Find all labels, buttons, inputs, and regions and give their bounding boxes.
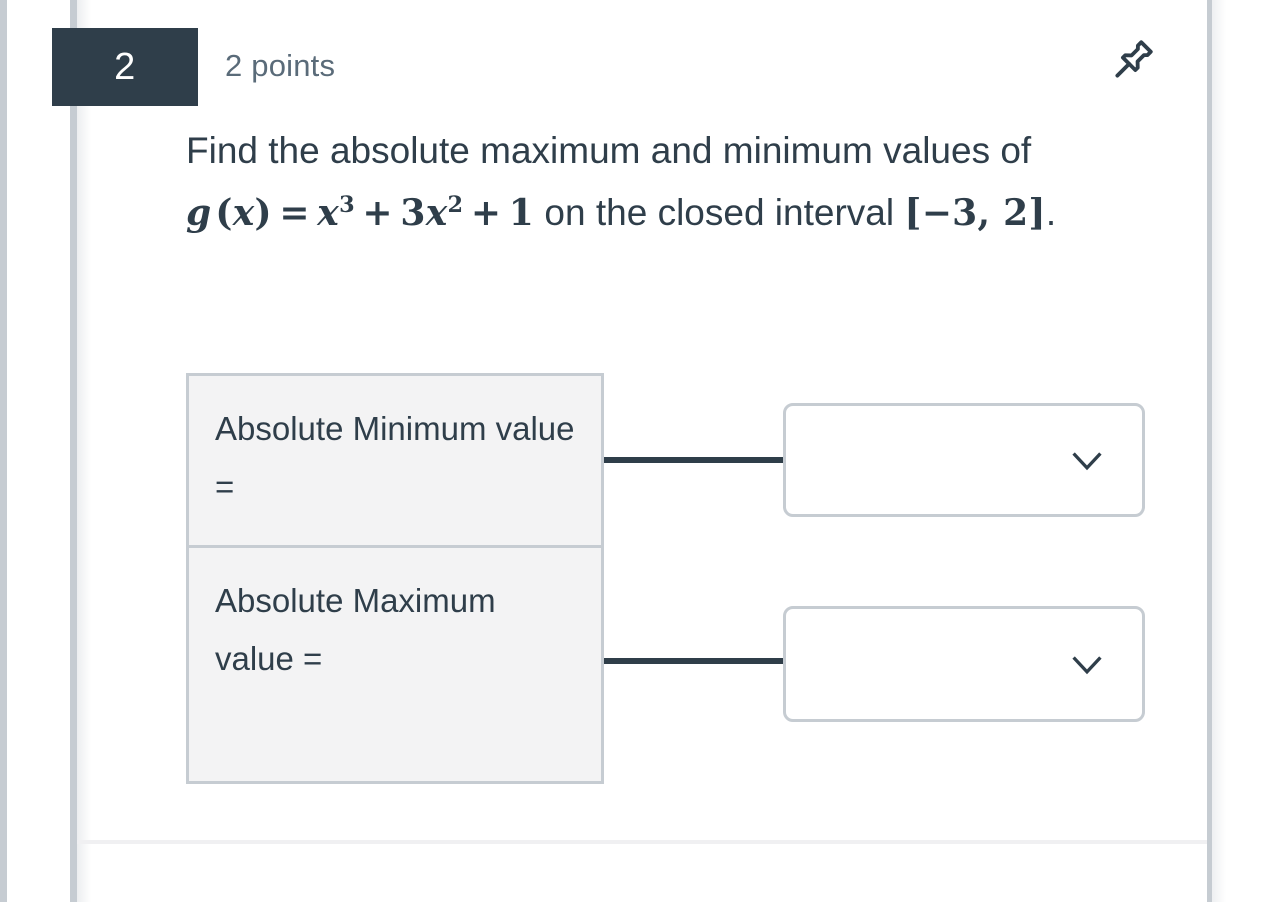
question-trailing-period: .	[1045, 192, 1057, 233]
answer-dropdown-minimum[interactable]	[783, 403, 1145, 517]
connector-line-maximum	[604, 658, 784, 664]
math-interval: [−3, 2]	[904, 192, 1046, 234]
question-text-before-math: Find the absolute maximum and minimum va…	[186, 130, 1032, 171]
points-label: 2 points	[225, 48, 336, 83]
math-x-arg: x	[232, 192, 255, 234]
matching-prompt-row-maximum: Absolute Maximum value =	[189, 548, 601, 781]
math-equals: =	[279, 192, 310, 234]
pushpin-icon	[1105, 34, 1159, 91]
chevron-down-icon[interactable]	[1066, 439, 1108, 481]
math-term1-exponent: 3	[339, 192, 355, 218]
connector-line-minimum	[604, 457, 784, 463]
question-bottom-divider	[77, 840, 1207, 844]
pin-question-button[interactable]	[1098, 28, 1166, 96]
math-constant-1: 1	[508, 192, 535, 234]
question-number-badge: 2	[52, 28, 198, 106]
math-plus-1: +	[362, 192, 393, 234]
math-coefficient-3: 3	[400, 192, 426, 234]
page-right-rule	[1207, 0, 1212, 902]
math-term2-exponent: 2	[447, 192, 464, 218]
math-expression-function: g (x) = x3 + 3x2 + 1	[186, 192, 534, 234]
matching-prompt-row-minimum: Absolute Minimum value =	[189, 376, 601, 548]
math-term1-base: x	[317, 192, 340, 234]
page-left-rule	[70, 0, 77, 902]
math-term2-base: x	[425, 192, 448, 234]
page-left-edge-strip	[0, 0, 7, 902]
math-plus-2: +	[470, 192, 502, 234]
answer-dropdown-maximum[interactable]	[783, 606, 1145, 722]
page-left-rule-shadow	[77, 0, 91, 902]
chevron-down-icon[interactable]	[1066, 643, 1108, 685]
math-open-paren: (	[215, 192, 233, 234]
page-right-rule-shadow	[1212, 0, 1226, 902]
math-close-paren: )	[254, 192, 272, 234]
question-text-after-math: on the closed interval	[534, 192, 905, 233]
matching-prompt-table: Absolute Minimum value = Absolute Maximu…	[186, 373, 604, 784]
math-g: g	[186, 192, 212, 234]
question-prompt: Find the absolute maximum and minimum va…	[186, 120, 1186, 244]
